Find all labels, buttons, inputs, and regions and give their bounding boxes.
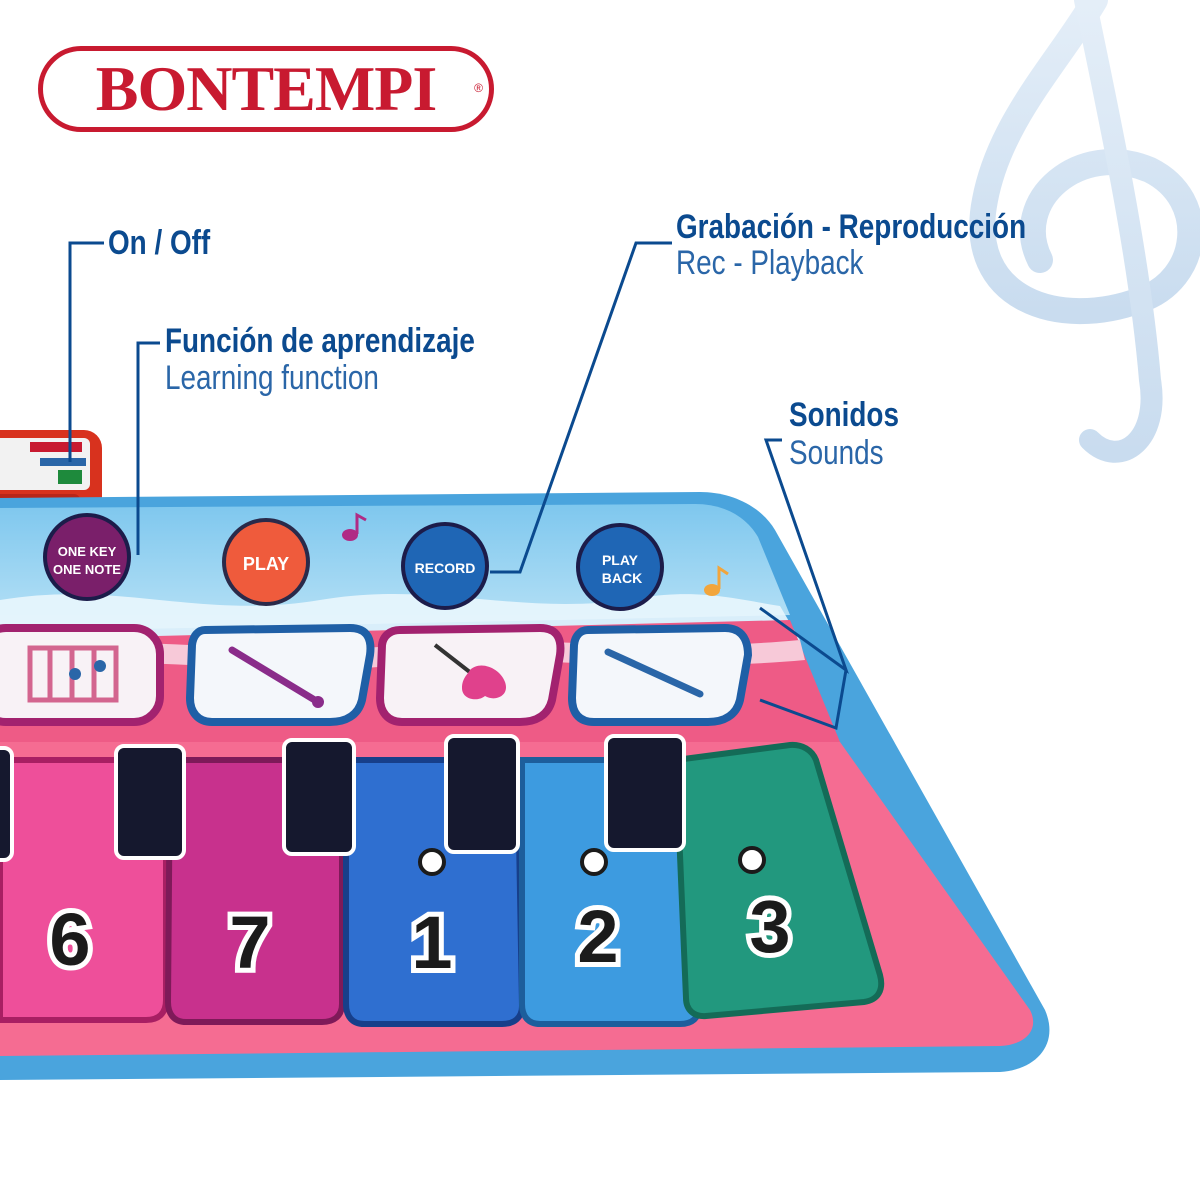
clarinet-icon [228, 646, 324, 708]
key-number: 6 [49, 898, 90, 981]
button-label: PLAY [602, 552, 639, 568]
callout-line-sounds [759, 438, 849, 731]
black-key[interactable] [114, 744, 186, 860]
button-label: PLAY [243, 554, 289, 574]
callout-learning-subtitle: Learning function [165, 359, 379, 397]
sound-pad-clarinet[interactable] [185, 623, 375, 726]
music-note-icon [342, 512, 367, 541]
bontempi-logo: BONTEMPI ® [38, 46, 494, 132]
electric-guitar-icon [433, 643, 506, 700]
key-number: 2 [577, 895, 618, 978]
callout-record-subtitle: Rec - Playback [676, 244, 864, 282]
callout-line-on-off [68, 241, 104, 462]
flute-icon [604, 648, 704, 698]
callout-on-off-title: On / Off [108, 224, 211, 262]
button-label: ONE NOTE [53, 562, 121, 577]
treble-clef-icon [969, 0, 1200, 463]
play-button[interactable]: PLAY [222, 518, 310, 606]
sound-pad-guitar[interactable] [375, 623, 565, 726]
callout-sounds-title: Sonidos [789, 396, 899, 434]
sound-pad-xylophone[interactable] [0, 624, 164, 726]
sound-pad-flute[interactable] [567, 623, 753, 726]
brand-name: BONTEMPI [95, 53, 437, 124]
callout-learning-title: Función de aprendizaje [165, 322, 475, 360]
one-key-one-note-button[interactable]: ONE KEY ONE NOTE [43, 513, 131, 601]
key-number: 1 [411, 901, 452, 984]
black-key[interactable] [444, 734, 520, 854]
button-label: ONE KEY [58, 544, 117, 559]
black-key[interactable] [282, 738, 356, 856]
callout-line-learning [136, 341, 160, 555]
black-key[interactable] [0, 746, 14, 862]
key-number: 7 [229, 901, 270, 984]
black-key[interactable] [604, 734, 686, 852]
callout-sounds-subtitle: Sounds [789, 434, 884, 472]
record-button[interactable]: RECORD [401, 522, 489, 610]
music-note-icon [704, 565, 729, 596]
piano-key-3[interactable]: 3 [672, 741, 885, 1020]
registered-mark: ® [474, 81, 483, 95]
xylophone-icon [27, 645, 119, 703]
callout-line-record [490, 241, 672, 574]
playback-button[interactable]: PLAY BACK [576, 523, 664, 611]
button-label: RECORD [415, 560, 476, 576]
button-label: BACK [602, 570, 642, 586]
key-number: 3 [749, 885, 790, 968]
callout-record-title: Grabación - Reproducción [676, 208, 1027, 246]
